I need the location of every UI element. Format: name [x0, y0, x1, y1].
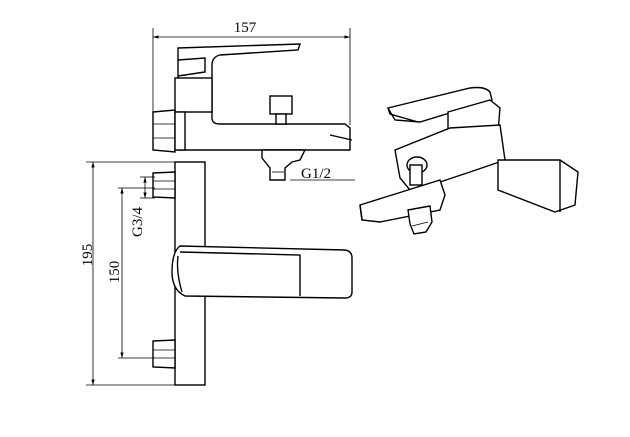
dimension-inlet-spacing-label: 150 [107, 261, 123, 284]
perspective-view [359, 86, 579, 235]
side-view: G1/2 [152, 43, 355, 182]
outlet-thread-label: G1/2 [301, 166, 331, 182]
front-view [152, 161, 353, 386]
inlet-thread-label: G3/4 [130, 207, 146, 238]
dimension-inlet-spacing: 150 [107, 187, 155, 359]
dimension-height: 195 [80, 161, 175, 386]
dimension-width: 157 [152, 20, 351, 125]
dimension-width-label: 157 [234, 20, 257, 36]
dimension-inlet-thread: G3/4 [130, 176, 155, 238]
dimension-height-label: 195 [80, 244, 96, 267]
